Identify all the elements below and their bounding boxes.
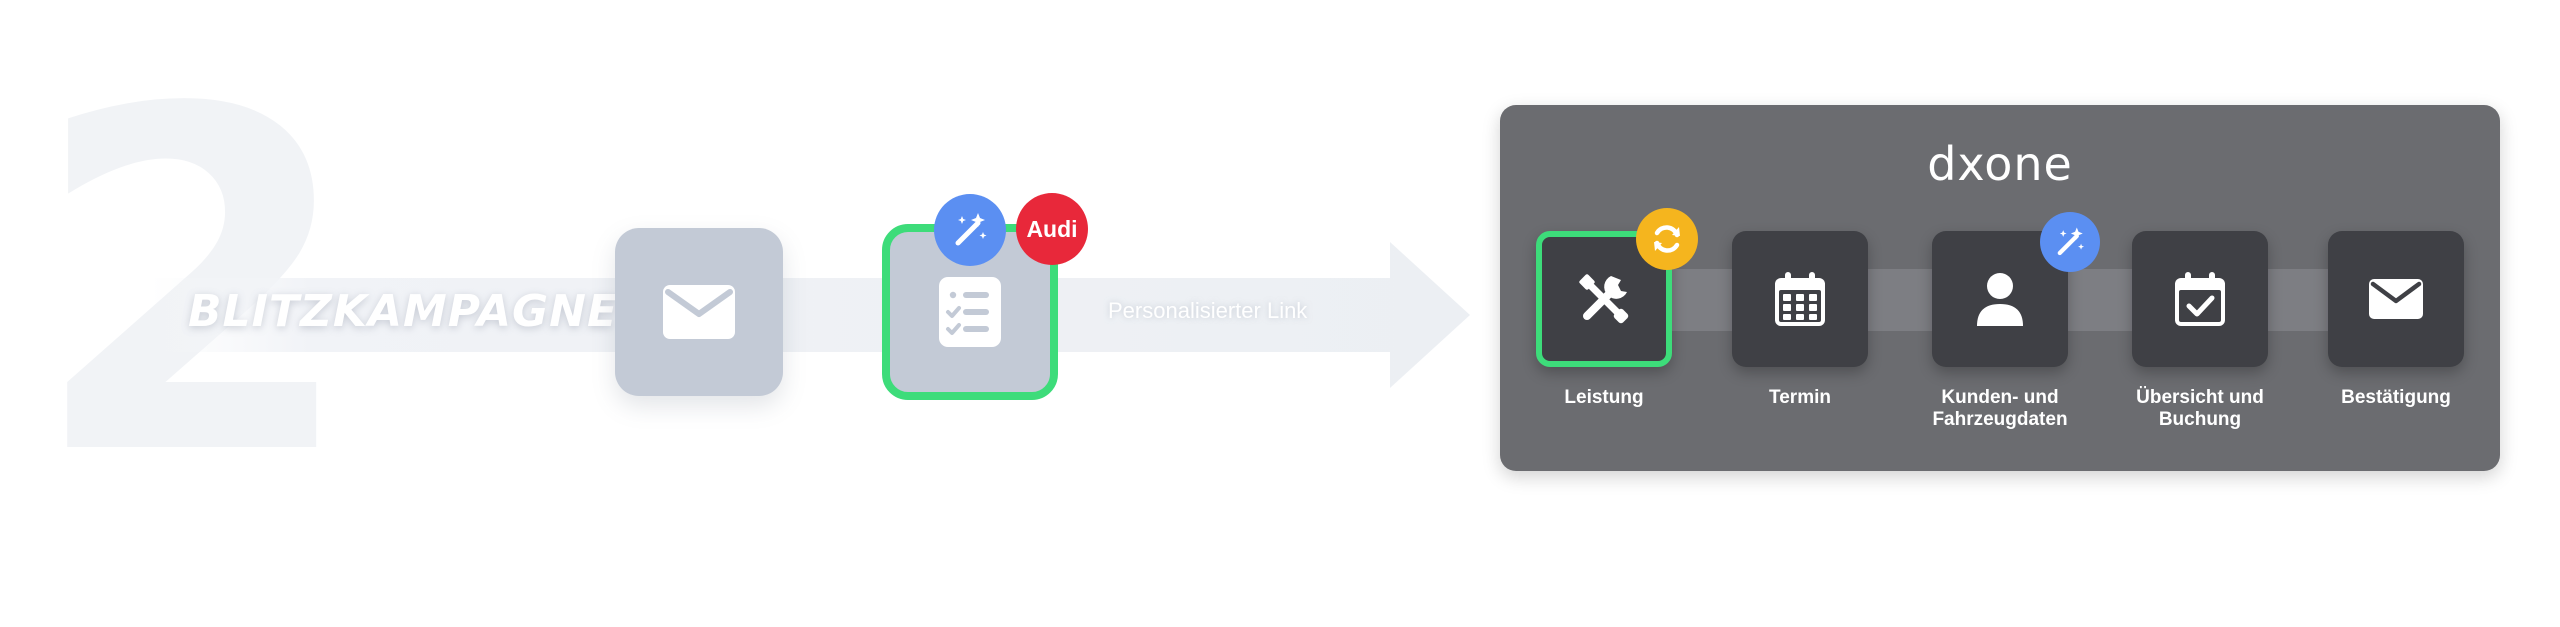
step-tile-termin[interactable]: [1732, 231, 1868, 367]
magic-wand-badge: [2040, 212, 2100, 272]
tools-icon: [1579, 274, 1629, 324]
step-label-kundendaten: Kunden- und Fahrzeugdaten: [1932, 387, 2068, 430]
calendar-icon: [1775, 272, 1825, 326]
magic-wand-icon: [2057, 227, 2085, 256]
envelope-icon: [663, 285, 735, 339]
magic-wand-icon: [955, 213, 987, 246]
calendar-check-icon: [2175, 272, 2225, 326]
dxone-logo: dxone: [1927, 137, 2073, 191]
campaign-label: BLITZKAMPAGNE: [188, 286, 619, 337]
magic-wand-badge: [934, 194, 1006, 266]
audi-badge: Audi: [1016, 193, 1088, 265]
envelope-icon: [2369, 279, 2423, 319]
refresh-badge: [1636, 208, 1698, 270]
flow-arrow: [150, 242, 1470, 388]
booking-panel: dxone: [1500, 105, 2500, 471]
step-label-leistung: Leistung: [1564, 387, 1644, 408]
refresh-icon: [1654, 225, 1680, 253]
email-tile: [615, 228, 783, 396]
step-label-uebersicht: Übersicht und Buchung: [2136, 387, 2264, 430]
checklist-icon: [939, 277, 1001, 347]
step-tile-uebersicht[interactable]: [2132, 231, 2268, 367]
personalized-link-label: Personalisierter Link: [1108, 298, 1308, 323]
user-icon: [1977, 273, 2023, 326]
step-label-bestaetigung: Bestätigung: [2341, 387, 2451, 408]
step-tile-bestaetigung[interactable]: [2328, 231, 2464, 367]
step-label-termin: Termin: [1769, 387, 1831, 408]
